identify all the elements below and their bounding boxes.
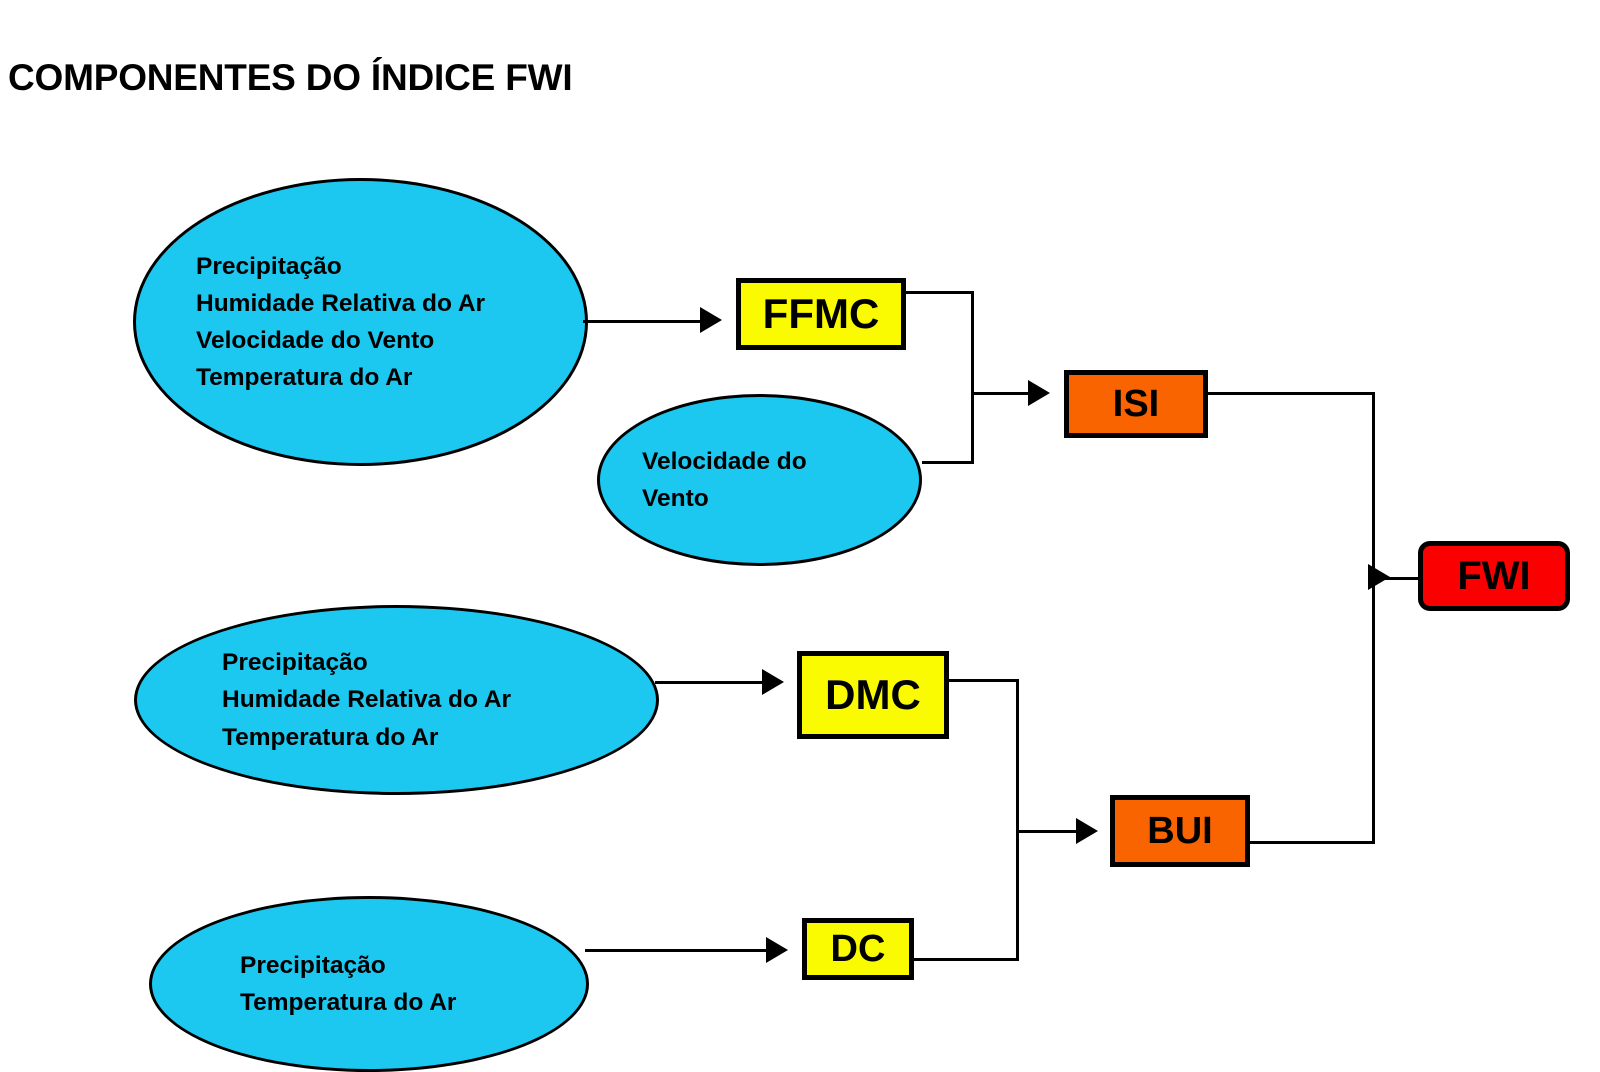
node-ffmc-label: FFMC bbox=[762, 290, 880, 337]
edge-inputsdmc-to-dmc-line bbox=[655, 681, 767, 684]
page-title: COMPONENTES DO ÍNDICE FWI bbox=[8, 57, 573, 98]
edge-junction-to-fwi-arrow bbox=[1368, 564, 1390, 590]
node-dc[interactable]: DC bbox=[802, 918, 914, 980]
edge-junction-to-isi-arrow bbox=[1028, 380, 1050, 406]
edge-dc-to-bui-hline bbox=[914, 958, 1019, 961]
node-dmc[interactable]: DMC bbox=[797, 651, 949, 739]
node-ffmc[interactable]: FFMC bbox=[736, 278, 906, 350]
node-fwi[interactable]: FWI bbox=[1418, 541, 1570, 611]
edge-inputsffmc-to-ffmc-arrow bbox=[700, 307, 722, 333]
edge-ffmc-to-isi-hline bbox=[906, 291, 974, 294]
input-ellipse-dmc: Precipitação Humidade Relativa do Ar Tem… bbox=[134, 605, 659, 795]
edge-bui-to-fwi-hline bbox=[1250, 841, 1375, 844]
node-fwi-label: FWI bbox=[1457, 553, 1531, 598]
node-bui-label: BUI bbox=[1147, 809, 1213, 852]
node-isi[interactable]: ISI bbox=[1064, 370, 1208, 438]
edge-junction-to-fwi-line bbox=[1372, 577, 1422, 580]
edge-dmc-to-bui-hline bbox=[949, 679, 1019, 682]
edge-ffmc-to-isi-vline bbox=[971, 291, 974, 463]
node-dmc-label: DMC bbox=[825, 671, 921, 718]
edge-isi-to-fwi-hline bbox=[1208, 392, 1375, 395]
input-ellipse-dc: Precipitação Temperatura do Ar bbox=[149, 896, 589, 1072]
node-isi-label: ISI bbox=[1112, 382, 1160, 425]
edge-isi-to-fwi-vline bbox=[1372, 392, 1375, 844]
edge-wind-to-isi-hline bbox=[922, 461, 974, 464]
input-ellipse-wind: Velocidade do Vento bbox=[597, 394, 922, 566]
input-ellipse-dc-text: Precipitação Temperatura do Ar bbox=[240, 951, 457, 1016]
edge-inputsffmc-to-ffmc-line bbox=[583, 320, 705, 323]
edge-junction-to-isi-line bbox=[971, 392, 1033, 395]
input-ellipse-dmc-text: Precipitação Humidade Relativa do Ar Tem… bbox=[222, 649, 512, 751]
edge-dmc-dc-bui-vline bbox=[1016, 679, 1019, 961]
edge-inputsdc-to-dc-line bbox=[585, 949, 772, 952]
input-ellipse-ffmc-text: Precipitação Humidade Relativa do Ar Vel… bbox=[196, 252, 486, 392]
node-bui[interactable]: BUI bbox=[1110, 795, 1250, 867]
edge-junction-to-bui-arrow bbox=[1076, 818, 1098, 844]
input-ellipse-wind-text: Velocidade do Vento bbox=[642, 447, 807, 512]
edge-inputsdmc-to-dmc-arrow bbox=[762, 669, 784, 695]
node-dc-label: DC bbox=[830, 927, 886, 970]
input-ellipse-ffmc: Precipitação Humidade Relativa do Ar Vel… bbox=[133, 178, 588, 466]
edge-junction-to-bui-line bbox=[1016, 830, 1081, 833]
edge-inputsdc-to-dc-arrow bbox=[766, 937, 788, 963]
